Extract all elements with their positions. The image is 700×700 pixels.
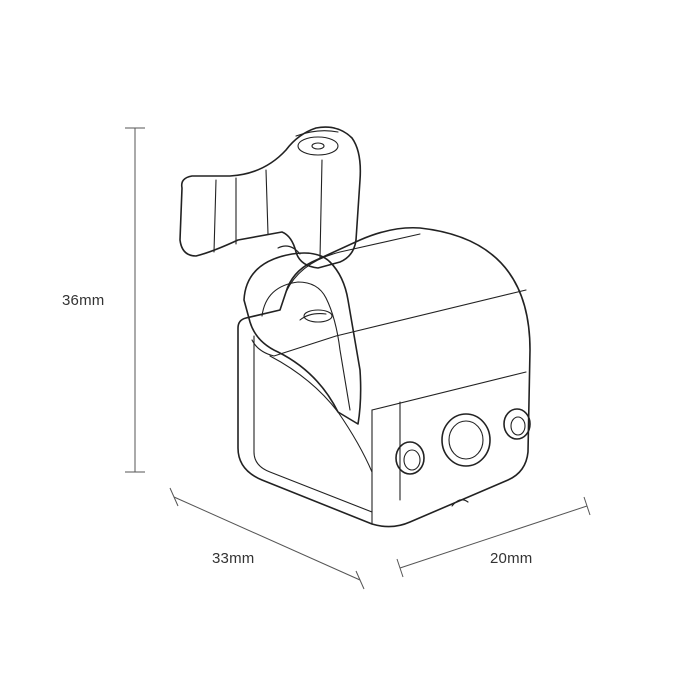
width-label: 20mm xyxy=(490,550,533,567)
left-hole xyxy=(395,441,425,475)
rod-bore xyxy=(243,252,362,425)
height-label: 36mm xyxy=(62,292,105,309)
bottom-notch xyxy=(451,499,469,507)
clamp-body xyxy=(237,226,531,528)
thumb-lever xyxy=(179,126,362,269)
depth-dimension-line xyxy=(169,487,365,590)
height-dimension-line xyxy=(125,127,145,473)
right-hole xyxy=(503,408,531,440)
depth-label: 33mm xyxy=(212,550,255,567)
center-hole xyxy=(441,413,491,467)
width-dimension-line xyxy=(396,496,591,578)
